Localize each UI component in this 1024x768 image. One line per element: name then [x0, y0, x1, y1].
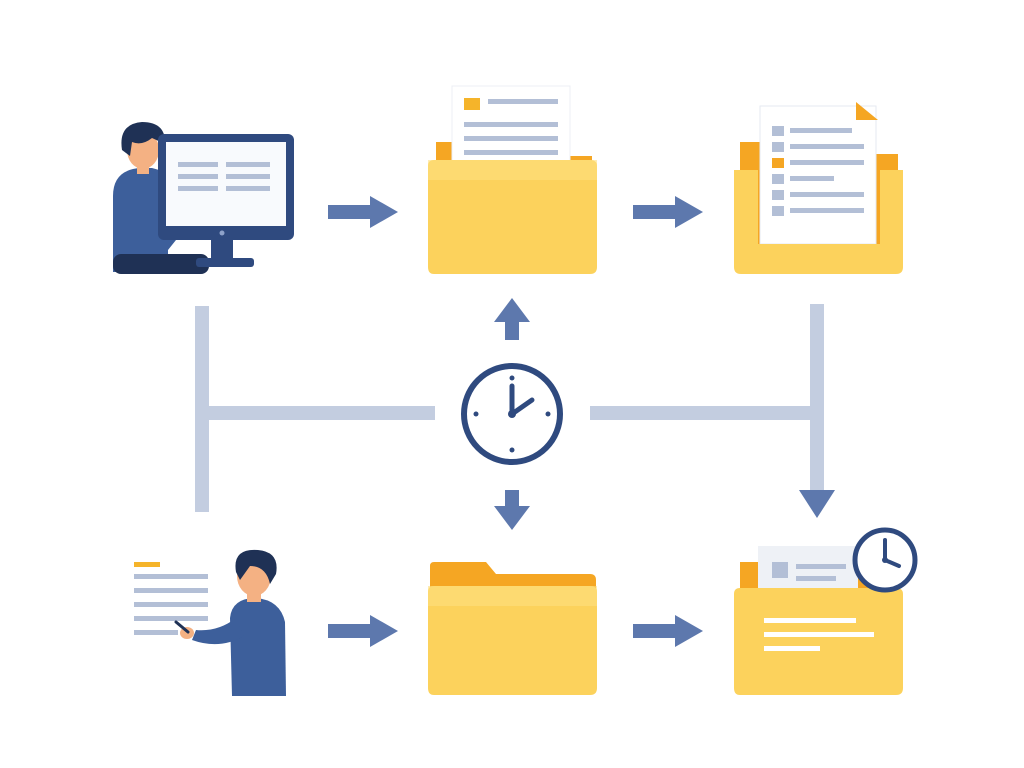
folder-text-line — [764, 632, 874, 637]
arrow-folder-to-scheduled-folder — [633, 615, 703, 647]
monitor-screen — [166, 142, 286, 226]
monitor-stand — [211, 240, 233, 260]
folder-front — [428, 160, 597, 274]
folder-with-clock-icon — [734, 527, 918, 695]
arrow-down-icon — [799, 490, 835, 518]
user-with-checklist-icon — [122, 546, 286, 696]
folder-front — [734, 170, 903, 274]
hair — [121, 122, 166, 156]
folder-front — [734, 588, 903, 695]
clock-icon — [461, 363, 563, 465]
small-clock-icon — [852, 527, 918, 593]
connector-left-vertical — [195, 306, 209, 512]
shirt — [230, 598, 286, 696]
folder-with-sorted-document-icon — [734, 102, 903, 274]
connector-right-vertical — [810, 304, 824, 492]
folder-text-line — [764, 618, 856, 623]
pen — [174, 620, 190, 634]
user-at-computer-icon — [113, 122, 294, 274]
empty-folder-icon — [428, 562, 597, 695]
arrow-user-to-folder — [328, 196, 398, 228]
document-tag — [856, 102, 878, 120]
folder-text-line — [764, 646, 820, 651]
checklist-document — [122, 546, 222, 680]
folder-with-documents-icon — [428, 85, 597, 274]
monitor-base — [196, 258, 254, 267]
connector-left — [195, 306, 435, 512]
legs — [113, 254, 209, 274]
arrow-clock-down — [494, 490, 530, 530]
connector-right — [590, 304, 835, 518]
connector-left-horizontal — [209, 406, 435, 420]
arrow-clock-up — [494, 298, 530, 340]
arrow-user-checklist-to-folder — [328, 615, 398, 647]
clock-minute-hand — [509, 397, 535, 417]
folder-front — [428, 586, 597, 695]
connector-right-horizontal — [590, 406, 812, 420]
arm — [192, 618, 244, 645]
hair — [235, 549, 277, 584]
arrow-folder-to-sorted-folder — [633, 196, 703, 228]
